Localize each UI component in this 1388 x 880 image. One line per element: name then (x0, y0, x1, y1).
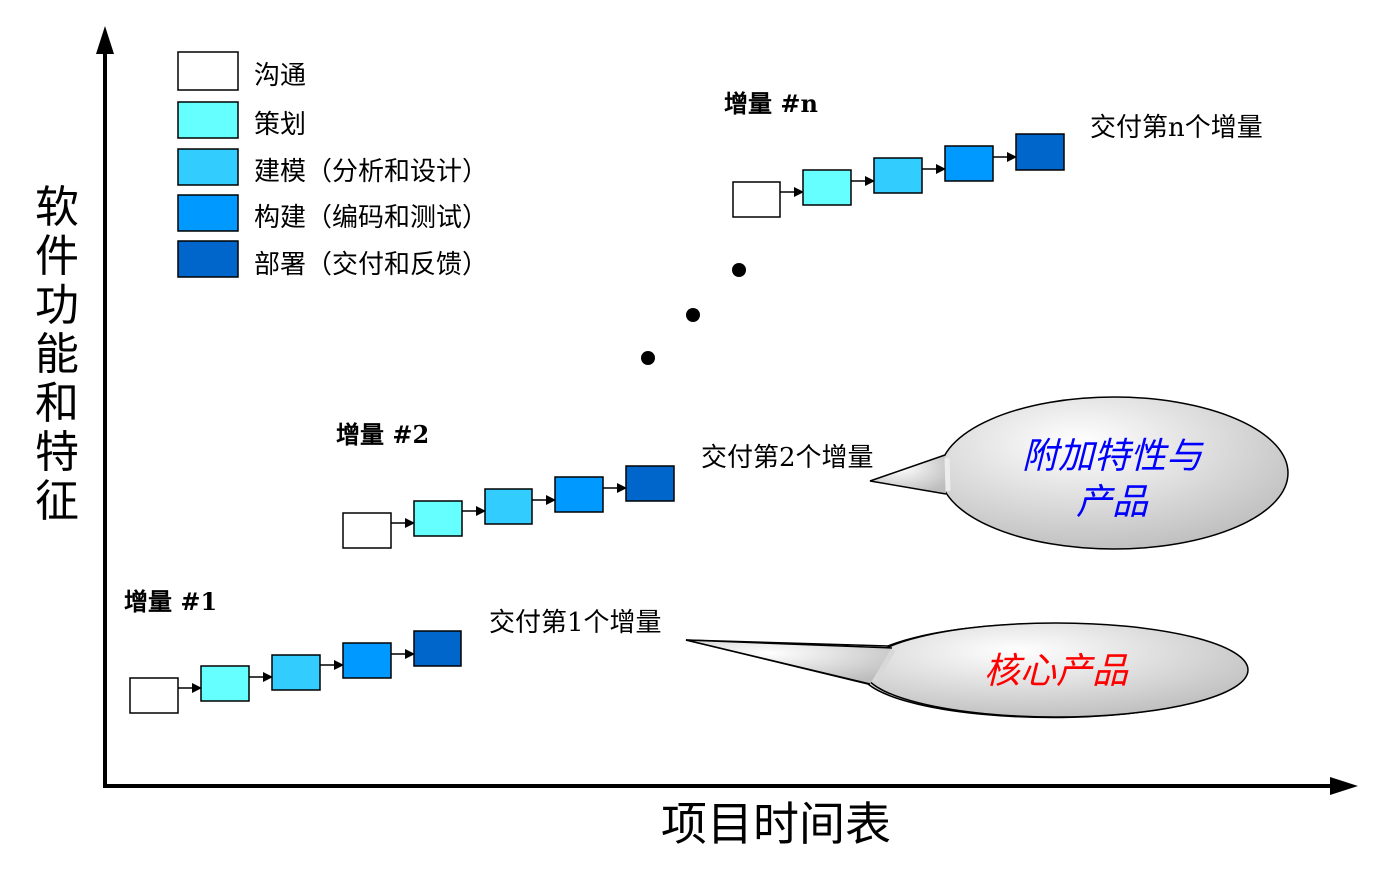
x-axis-label: 项目时间表 (661, 797, 891, 851)
y-axis-label-char: 软 (35, 182, 79, 233)
y-axis-label-char: 件 (35, 231, 79, 282)
activity-box-planning (413, 500, 463, 537)
callout-core-product: 核心产品 (685, 622, 1249, 719)
y-axis-label-char: 和 (35, 378, 79, 429)
legend-label: 部署（交付和反馈） (254, 250, 488, 280)
delivery-label: 交付第n个增量 (1090, 113, 1263, 143)
dot (686, 308, 700, 322)
activity-box-planning (200, 665, 250, 702)
legend-item-modeling: 建模（分析和设计） (177, 148, 488, 187)
activity-box-modeling (873, 157, 923, 194)
activity-box-construction (342, 642, 392, 679)
activity-box-modeling (271, 654, 321, 691)
y-axis-label-char: 特 (35, 427, 79, 478)
activity-box-communication (342, 512, 392, 549)
activity-box-communication (129, 677, 179, 714)
callout-tail (685, 639, 893, 685)
legend-swatch (177, 194, 239, 232)
increment-1: 增量 #1 交付第1个增量 (124, 587, 662, 714)
y-axis-label-char: 能 (35, 329, 79, 380)
legend-item-planning: 策划 (177, 101, 306, 140)
legend-item-deployment: 部署（交付和反馈） (177, 240, 488, 280)
continuation-dots (641, 263, 746, 365)
increment-2: 增量 #2 交付第2个增量 (336, 420, 874, 549)
callout-additional-features: 附加特性与 产品 (869, 396, 1289, 550)
legend-label: 建模（分析和设计） (254, 157, 488, 187)
increment-title: 增量 #2 (336, 420, 429, 449)
delivery-label: 交付第1个增量 (489, 608, 662, 638)
activity-box-communication (732, 181, 781, 218)
legend-item-communication: 沟通 (177, 51, 306, 91)
legend-swatch (177, 101, 239, 139)
legend-label: 沟通 (254, 61, 306, 91)
delivery-label: 交付第2个增量 (701, 443, 874, 473)
legend-item-construction: 构建（编码和测试） (177, 194, 488, 233)
callout-text-line2: 产品 (1076, 482, 1149, 523)
y-axis-label-char: 功 (35, 280, 79, 331)
axes (96, 26, 1358, 795)
y-axis-arrowhead (96, 26, 114, 54)
legend-label: 构建（编码和测试） (254, 203, 488, 233)
callout-text-line1: 附加特性与 (1022, 436, 1204, 477)
activity-box-deployment (625, 465, 675, 502)
legend-label: 策划 (254, 110, 306, 140)
dot (641, 351, 655, 365)
legend: 沟通 策划 建模（分析和设计） 构建（编码和测试） 部署（交付和反馈） (177, 51, 488, 280)
y-axis-label: 软件功能和特征 (35, 182, 79, 527)
activity-box-deployment (413, 630, 462, 667)
dot (732, 263, 746, 277)
increment-title: 增量 #1 (124, 587, 217, 616)
activity-box-construction (944, 145, 994, 182)
activity-box-deployment (1015, 133, 1065, 171)
increment-n: 增量 #n 交付第n个增量 (724, 89, 1263, 218)
callout-text: 核心产品 (984, 651, 1129, 692)
increment-title: 增量 #n (724, 89, 818, 118)
activity-box-planning (802, 169, 852, 206)
activity-box-construction (554, 476, 604, 513)
legend-swatch (177, 148, 239, 186)
activity-box-modeling (484, 488, 533, 525)
legend-swatch (177, 240, 239, 278)
legend-swatch (177, 51, 239, 91)
callout-tail (869, 454, 947, 495)
callout-tail-cover (872, 648, 896, 684)
y-axis-label-char: 征 (35, 476, 79, 527)
x-axis-arrowhead (1330, 777, 1358, 795)
callout-tail-cover (944, 457, 951, 492)
